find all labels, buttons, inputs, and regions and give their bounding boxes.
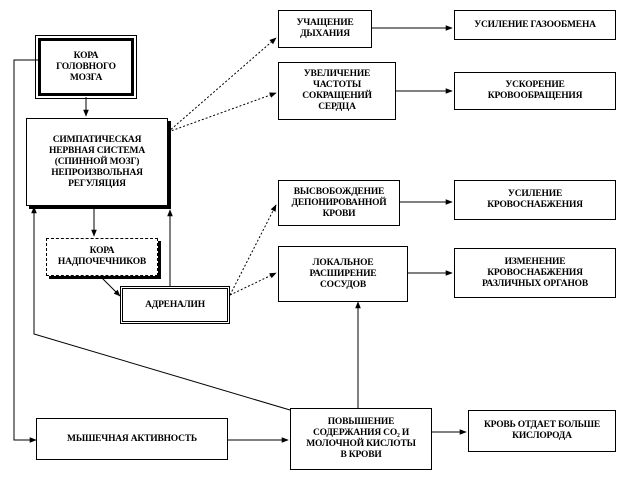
arrow-adrenal-to-adrenaline <box>99 275 121 297</box>
node-blood-release-label: ВЫСВОБОЖДЕНИЕ ДЕПОНИРОВАННОЙ КРОВИ <box>291 186 387 219</box>
arrow-co2-to-sympathetic <box>31 206 291 411</box>
node-oxygen-label: КРОВЬ ОТДАЕТ БОЛЬШЕ КИСЛОРОДА <box>483 420 601 441</box>
node-gas-exchange: УСИЛЕНИЕ ГАЗООБМЕНА <box>454 10 616 40</box>
node-breathing-label: УЧАЩЕНИЕ ДЫХАНИЯ <box>296 18 354 39</box>
arrow-adrenaline-to-vasodilation <box>229 272 277 296</box>
node-vasodilation: ЛОКАЛЬНОЕ РАСШИРЕНИЕ СОСУДОВ <box>278 246 408 302</box>
node-heart-rate: УВЕЛИЧЕНИЕ ЧАСТОТЫ СОКРАЩЕНИЙ СЕРДЦА <box>278 62 396 120</box>
arrow-sympathetic-to-breathing <box>167 37 277 133</box>
node-breathing: УЧАЩЕНИЕ ДЫХАНИЯ <box>278 10 372 48</box>
node-sympathetic: СИМПАТИЧЕСКАЯ НЕРВНАЯ СИСТЕМА (СПИННОЙ М… <box>26 118 168 206</box>
node-blood-release: ВЫСВОБОЖДЕНИЕ ДЕПОНИРОВАННОЙ КРОВИ <box>278 180 400 226</box>
node-adrenaline: АДРЕНАЛИН <box>120 286 230 324</box>
node-circulation-label: УСКОРЕНИЕ КРОВООБРАЩЕНИЯ <box>487 80 583 101</box>
node-vasodilation-label: ЛОКАЛЬНОЕ РАСШИРЕНИЕ СОСУДОВ <box>309 257 377 290</box>
node-organ-supply: ИЗМЕНЕНИЕ КРОВОСНАБЖЕНИЯ РАЗЛИЧНЫХ ОРГАН… <box>454 248 616 298</box>
node-muscle: МЫШЕЧНАЯ АКТИВНОСТЬ <box>36 418 228 460</box>
node-gas-exchange-label: УСИЛЕНИЕ ГАЗООБМЕНА <box>474 19 596 30</box>
node-muscle-label: МЫШЕЧНАЯ АКТИВНОСТЬ <box>67 433 197 444</box>
node-adrenal-cortex: КОРА НАДПОЧЕЧНИКОВ <box>46 238 158 276</box>
node-heart-rate-label: УВЕЛИЧЕНИЕ ЧАСТОТЫ СОКРАЩЕНИЙ СЕРДЦА <box>302 69 372 112</box>
node-organ-supply-label: ИЗМЕНЕНИЕ КРОВОСНАБЖЕНИЯ РАЗЛИЧНЫХ ОРГАН… <box>482 256 588 289</box>
node-sympathetic-label: СИМПАТИЧЕСКАЯ НЕРВНАЯ СИСТЕМА (СПИННОЙ М… <box>49 134 145 189</box>
node-adrenaline-label: АДРЕНАЛИН <box>145 299 205 310</box>
node-blood-supply-label: УСИЛЕНИЕ КРОВОСНАБЖЕНИЯ <box>487 189 583 210</box>
arrow-cortex-to-muscle <box>13 59 38 443</box>
node-circulation: УСКОРЕНИЕ КРОВООБРАЩЕНИЯ <box>454 72 616 110</box>
node-oxygen: КРОВЬ ОТДАЕТ БОЛЬШЕ КИСЛОРОДА <box>468 410 616 452</box>
node-adrenal-cortex-label: КОРА НАДПОЧЕЧНИКОВ <box>57 246 147 267</box>
node-cortex-label: КОРА ГОЛОВНОГО МОЗГА <box>56 50 116 83</box>
node-co2-increase: ПОВЫШЕНИЕ СОДЕРЖАНИЯ СО₂ И МОЛОЧНОЙ КИСЛ… <box>290 408 432 470</box>
node-co2-increase-label: ПОВЫШЕНИЕ СОДЕРЖАНИЯ СО₂ И МОЛОЧНОЙ КИСЛ… <box>306 417 416 460</box>
arrow-adrenaline-to-blood-release <box>229 204 277 296</box>
node-blood-supply: УСИЛЕНИЕ КРОВОСНАБЖЕНИЯ <box>454 180 616 220</box>
arrow-sympathetic-to-heart <box>167 92 277 133</box>
node-cortex: КОРА ГОЛОВНОГО МОЗГА <box>35 35 137 99</box>
